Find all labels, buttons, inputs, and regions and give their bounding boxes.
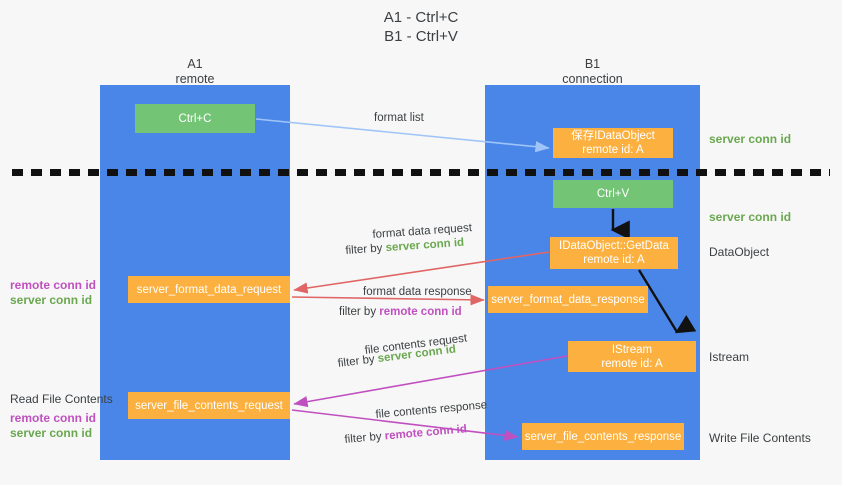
node-ctrl-v[interactable]: Ctrl+V [553,180,673,208]
edge-label-format-data-response: format data response [363,286,472,298]
arrow-getdata-to-istream [637,269,697,334]
column-header-b1: B1 connection [485,57,700,87]
left-label-remote-conn-id-1: remote conn id [10,278,97,292]
node-save-idataobject[interactable]: 保存IDataObject remote id: A [553,128,673,158]
left-label-conn-ids-2: remote conn id server conn id [10,411,96,441]
node-server-format-data-response[interactable]: server_format_data_response [488,286,648,313]
node-server-file-contents-response[interactable]: server_file_contents_response [522,423,684,450]
arrow-file-contents-request [293,355,568,408]
right-label-dataobject: DataObject [709,245,770,259]
arrow-format-data-request [293,251,550,294]
left-label-server-conn-id-2: server conn id [10,426,93,440]
arrow-format-data-response [291,294,485,306]
page-title: A1 - Ctrl+C B1 - Ctrl+V [383,9,459,45]
node-server-format-data-request[interactable]: server_format_data_request [128,276,290,303]
column-a1-name: A1 [187,57,203,71]
arrow-file-contents-response [291,409,519,441]
column-b1-sub: connection [562,72,623,86]
boundary-dashed-line [12,169,830,176]
column-header-a1: A1 remote [100,57,290,87]
node-ctrl-c[interactable]: Ctrl+C [135,104,255,133]
filter-key-remote-conn-id: remote conn id [379,306,462,318]
node-istream[interactable]: IStream remote id: A [568,341,696,372]
left-label-remote-conn-id-2: remote conn id [10,411,97,425]
arrow-format-list [255,118,550,153]
right-label-server-conn-id-1: server conn id [709,132,792,146]
right-label-istream: Istream [709,350,750,364]
column-b1-name: B1 [584,57,601,71]
right-label-write-file-contents: Write File Contents [709,431,811,445]
left-label-read-file-contents: Read File Contents [10,392,113,406]
node-idataobject-getdata[interactable]: IDataObject::GetData remote id: A [550,237,678,269]
edge-label-format-list: format list [374,112,424,124]
left-label-conn-ids-1: remote conn id server conn id [10,278,96,308]
filter-prefix: filter by [339,306,380,318]
node-server-file-contents-request[interactable]: server_file_contents_request [128,392,290,419]
left-label-server-conn-id-1: server conn id [10,293,93,307]
edge-label-format-data-response-filter: filter by remote conn id [339,305,462,319]
filter-prefix: filter by [345,242,387,257]
column-a1-sub: remote [175,72,215,86]
right-label-server-conn-id-2: server conn id [709,210,792,224]
filter-prefix: filter by [344,430,386,446]
